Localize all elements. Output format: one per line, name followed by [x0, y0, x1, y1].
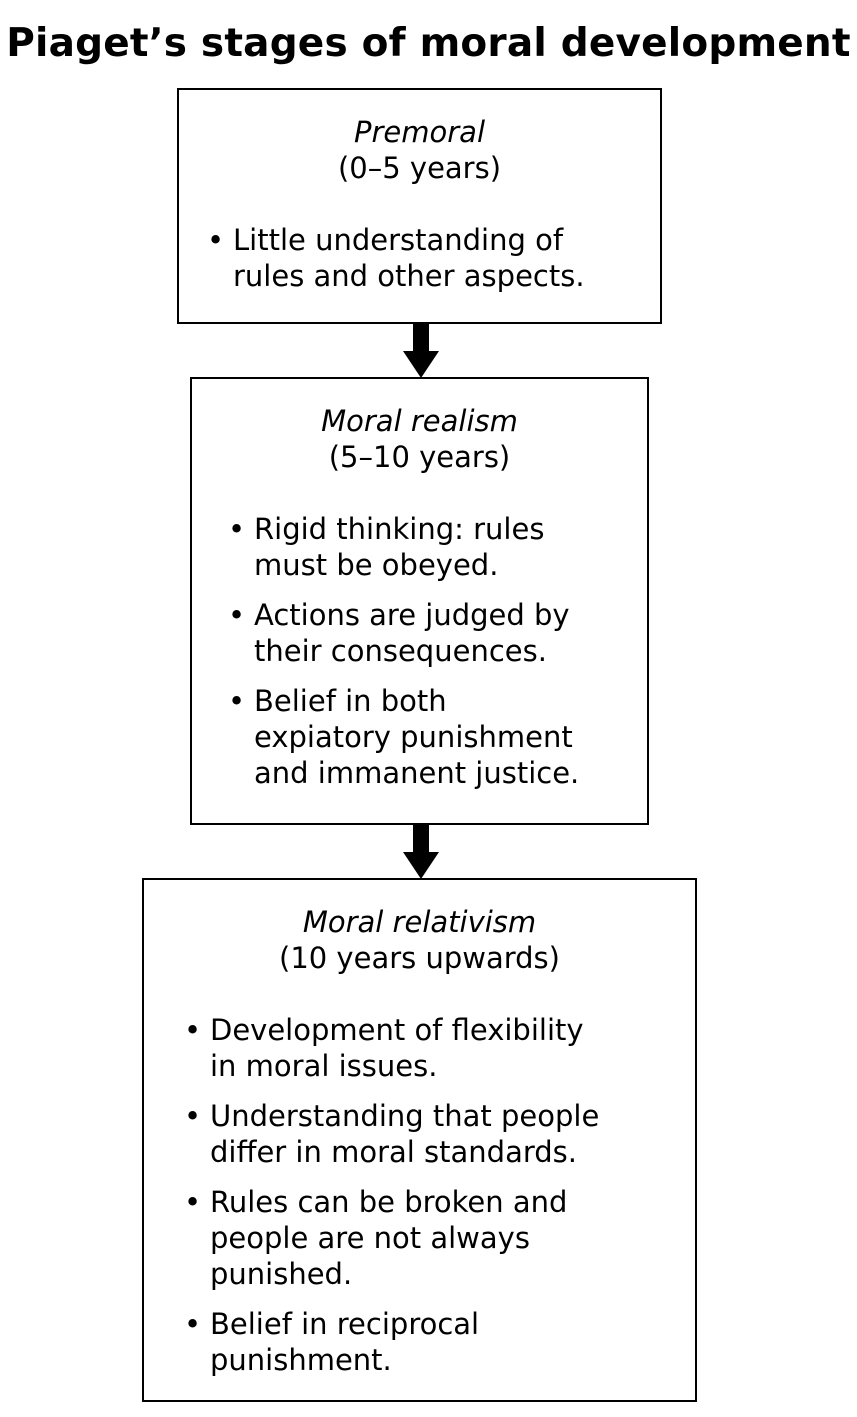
stage-points-list: •Rigid thinking: rules must be obeyed. •… [192, 511, 647, 791]
stage-point: •Development of flexibility in moral iss… [184, 1012, 695, 1084]
stage-points-list: •Development of flexibility in moral iss… [144, 1012, 695, 1378]
stage-point: •Belief in both expiatory punishment and… [228, 683, 647, 791]
stage-age: (5–10 years) [328, 440, 511, 474]
stage-point: •Rules can be broken and people are not … [184, 1184, 695, 1292]
down-arrow-icon [403, 824, 439, 879]
stage-header: Moral realism (5–10 years) [192, 379, 647, 475]
stage-point: •Little understanding of rules and other… [207, 222, 660, 294]
stage-point-text: Rigid thinking: rules must be obeyed. [254, 512, 545, 582]
stage-box-moral-realism: Moral realism (5–10 years) •Rigid thinki… [190, 377, 649, 825]
stage-point-text: Actions are judged by their consequences… [254, 598, 570, 668]
diagram-title: Piaget’s stages of moral development [6, 21, 851, 66]
bullet-icon: • [184, 1185, 202, 1219]
stage-name: Moral relativism [302, 905, 537, 939]
stage-box-premoral: Premoral (0–5 years) •Little understandi… [177, 88, 662, 324]
stage-point-text: Belief in both expiatory punishment and … [254, 684, 580, 790]
bullet-icon: • [184, 1013, 202, 1047]
stage-box-moral-relativism: Moral relativism (10 years upwards) •Dev… [142, 878, 697, 1402]
bullet-icon: • [184, 1307, 202, 1341]
stage-name: Premoral [354, 115, 485, 149]
stage-point-text: Development of flexibility in moral issu… [210, 1013, 584, 1083]
stage-point-text: Belief in reciprocal punishment. [210, 1307, 480, 1377]
bullet-icon: • [228, 684, 246, 718]
bullet-icon: • [228, 598, 246, 632]
stage-header: Premoral (0–5 years) [179, 90, 660, 186]
stage-age: (10 years upwards) [279, 941, 560, 975]
stage-age: (0–5 years) [337, 151, 502, 185]
stage-point: •Understanding that people differ in mor… [184, 1098, 695, 1170]
stage-header: Moral relativism (10 years upwards) [144, 880, 695, 976]
stage-point-text: Rules can be broken and people are not a… [210, 1185, 568, 1291]
stage-point: •Actions are judged by their consequence… [228, 597, 647, 669]
stage-point: •Belief in reciprocal punishment. [184, 1306, 695, 1378]
stage-points-list: •Little understanding of rules and other… [179, 222, 660, 294]
stage-point-text: Little understanding of rules and other … [233, 223, 585, 293]
bullet-icon: • [207, 223, 225, 257]
bullet-icon: • [228, 512, 246, 546]
bullet-icon: • [184, 1099, 202, 1133]
stage-point: •Rigid thinking: rules must be obeyed. [228, 511, 647, 583]
stage-name: Moral realism [321, 404, 518, 438]
stage-point-text: Understanding that people differ in mora… [210, 1099, 600, 1169]
down-arrow-icon [403, 323, 439, 378]
